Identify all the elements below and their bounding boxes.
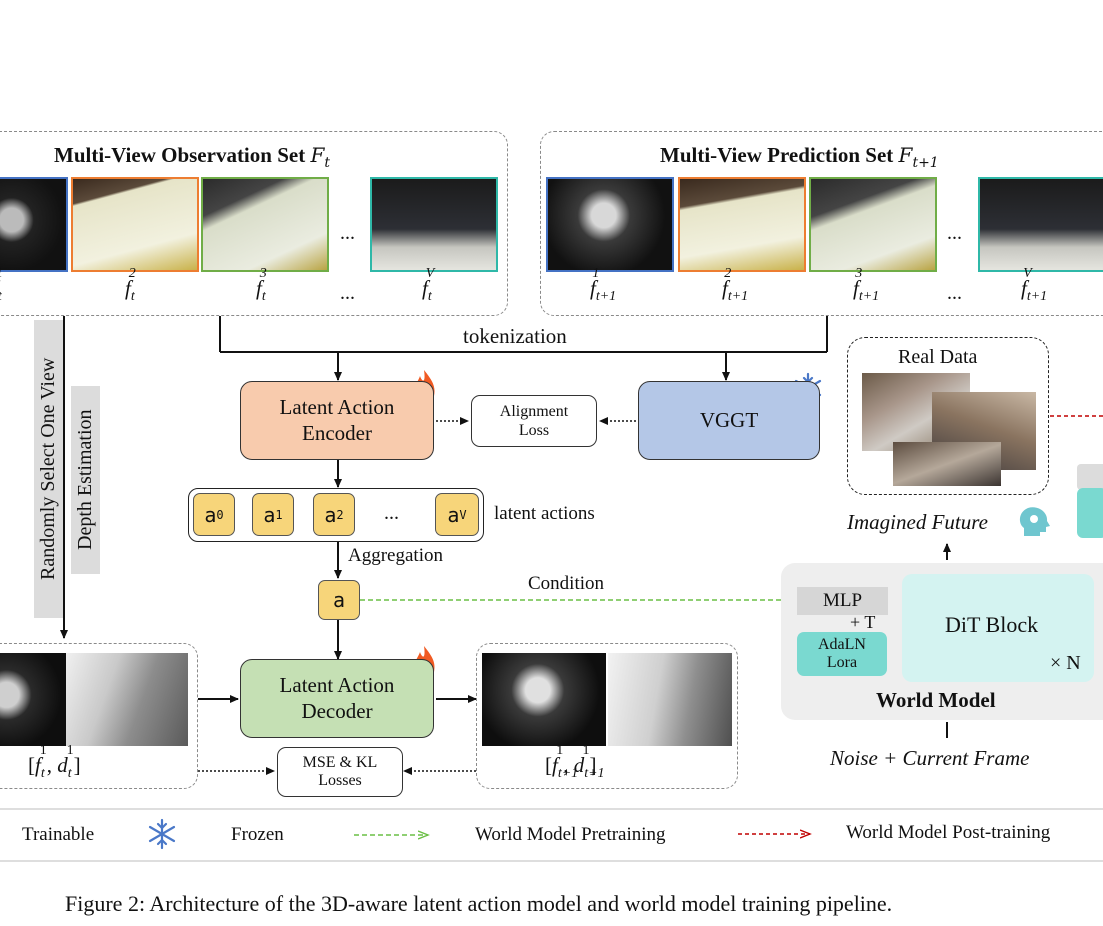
pred-view-3-frame	[809, 177, 937, 272]
decoder-line1: Latent Action	[279, 673, 395, 698]
output-depth-frame	[608, 653, 732, 746]
pred-label-2: ft+12	[722, 266, 749, 305]
alignment-line1: Alignment	[499, 402, 569, 420]
obs-label-3: ft3	[256, 266, 267, 305]
aggregated-token-a: a	[318, 580, 360, 620]
pred-label-ellipsis: ...	[947, 282, 962, 304]
dit-block: DiT Block × N	[902, 574, 1094, 682]
input-pair-label: [ft1, dt1]	[28, 743, 81, 782]
input-depth-frame	[66, 653, 188, 746]
imagined-future-label: Imagined Future	[847, 510, 988, 534]
pred-view-v-frame	[978, 177, 1103, 272]
mse-line1: MSE & KL	[302, 753, 378, 771]
obs-view-v-frame	[370, 177, 498, 272]
obs-label-1: ft1	[0, 266, 3, 305]
world-model-input-label: Noise + Current Frame	[830, 746, 1030, 770]
adaln-lora-box: AdaLN Lora	[797, 632, 887, 676]
pred-label-1: ft+11	[590, 266, 617, 305]
snowflake-icon	[148, 818, 176, 850]
encoder-line1: Latent Action	[279, 395, 395, 420]
input-rgb-frame	[0, 653, 66, 746]
latent-action-encoder: Latent Action Encoder	[240, 381, 434, 460]
prediction-set-panel	[540, 131, 1103, 316]
latent-token-ellipsis: ...	[384, 502, 399, 524]
obs-view-3-frame	[201, 177, 329, 272]
legend-trainable: Trainable	[22, 824, 95, 845]
figure-caption: Figure 2: Architecture of the 3D-aware l…	[65, 891, 893, 916]
prediction-set-symbol: Ft+1	[898, 143, 939, 171]
observation-set-title-text: Multi-View Observation Set	[54, 143, 306, 167]
randomly-select-label: Randomly Select One View	[34, 320, 63, 618]
latent-action-decoder: Latent Action Decoder	[240, 659, 434, 738]
observation-set-symbol: Ft	[310, 143, 330, 171]
mse-kl-loss-box: MSE & KL Losses	[277, 747, 403, 797]
vggt-box: VGGT	[638, 381, 820, 460]
pred-view-1-frame	[546, 177, 674, 272]
real-data-title: Real Data	[898, 346, 978, 368]
head-brain-icon	[1019, 507, 1050, 536]
offscreen-gray-block	[1077, 464, 1103, 490]
pred-view-2-frame	[678, 177, 806, 272]
alignment-loss-box: Alignment Loss	[471, 395, 597, 447]
obs-ellipsis: ...	[340, 222, 355, 244]
obs-view-1-frame	[0, 177, 68, 272]
pred-label-3: ft+13	[853, 266, 880, 305]
adaln-line2: Lora	[826, 654, 858, 671]
decoder-line2: Decoder	[301, 698, 373, 723]
observation-set-panel	[0, 131, 508, 316]
aggregation-label: Aggregation	[348, 545, 443, 566]
output-pair-label: [ft+11, dt+11]	[545, 743, 605, 782]
dit-repeat-label: × N	[1050, 652, 1081, 674]
encoder-line2: Encoder	[302, 420, 372, 445]
tokenization-connector	[219, 316, 828, 381]
prediction-set-title-text: Multi-View Prediction Set	[660, 143, 894, 167]
obs-label-v: ftV	[422, 266, 435, 305]
tokenization-label: tokenization	[463, 324, 567, 348]
plus-t-label: + T	[850, 612, 876, 632]
prediction-set-title: Multi-View Prediction Set Ft+1	[660, 143, 939, 171]
mlp-box: MLP	[797, 587, 888, 615]
legend-posttraining: World Model Post-training	[846, 822, 1051, 843]
mse-line2: Losses	[318, 772, 362, 789]
input-pair-panel	[0, 643, 198, 789]
world-model-title: World Model	[876, 688, 996, 712]
latent-actions-container	[188, 488, 484, 542]
offscreen-teal-block	[1077, 488, 1103, 538]
condition-label: Condition	[528, 573, 605, 594]
obs-label-2: ft2	[125, 266, 136, 305]
output-rgb-frame	[482, 653, 606, 746]
dit-label: DiT Block	[945, 612, 1039, 637]
legend-frozen: Frozen	[231, 824, 284, 845]
legend-pretraining: World Model Pretraining	[475, 824, 666, 845]
vggt-label: VGGT	[699, 407, 759, 432]
depth-estimation-label: Depth Estimation	[71, 386, 100, 574]
obs-view-2-frame	[71, 177, 199, 272]
pred-ellipsis: ...	[947, 222, 962, 244]
alignment-line2: Loss	[518, 422, 550, 439]
mlp-label: MLP	[822, 590, 863, 611]
pred-label-v: ft+1V	[1021, 266, 1048, 305]
real-data-image-3	[893, 442, 1001, 486]
latent-actions-label: latent actions	[494, 503, 595, 524]
obs-label-ellipsis: ...	[340, 282, 355, 304]
output-pair-panel	[476, 643, 738, 789]
real-data-panel	[847, 337, 1049, 495]
adaln-line1: AdaLN	[818, 635, 866, 653]
observation-set-title: Multi-View Observation Set Ft	[54, 143, 330, 171]
